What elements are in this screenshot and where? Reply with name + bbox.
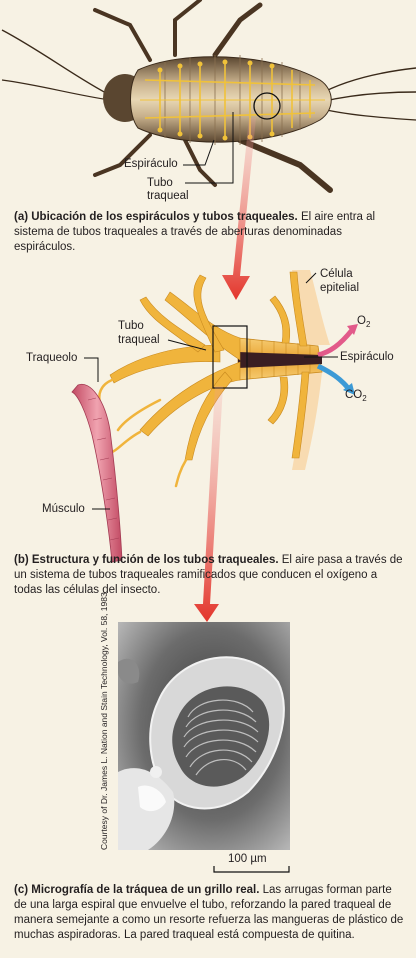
zoom-arrow-1 [222, 118, 262, 300]
co2-sub: 2 [362, 394, 367, 403]
label-muscle: Músculo [42, 503, 85, 515]
zoom-arrow-2 [194, 386, 226, 622]
micrograph [118, 622, 290, 850]
caption-b-text: El aire pasa a través de un sistema de t… [14, 554, 403, 596]
o2-sub: 2 [365, 320, 371, 329]
trachea-diagram [71, 270, 358, 563]
label-spiracle-b: Espiráculo [340, 351, 394, 363]
label-tube-b-line1: Tubo [118, 320, 144, 332]
caption-a-bold: (a) Ubicación de los espiráculos y tubos… [14, 211, 298, 223]
scale-bar [213, 866, 290, 873]
co2-main: CO [345, 389, 363, 401]
label-epithelial-line1: Célula [320, 268, 353, 280]
label-o2: O2 [357, 315, 370, 331]
caption-c: (c) Micrografía de la tráquea de un gril… [14, 883, 406, 943]
caption-c-bold: (c) Micrografía de la tráquea de un gril… [14, 884, 260, 896]
label-co2: CO2 [345, 389, 367, 405]
o2-main: O [357, 315, 366, 327]
image-credit: Courtesy of Dr. James L. Nation and Stai… [99, 592, 109, 850]
label-epithelial-line2: epitelial [320, 282, 359, 294]
label-tracheole: Traqueolo [26, 352, 78, 364]
caption-a-text: El aire entra al sistema de tubos traque… [14, 211, 376, 253]
caption-a: (a) Ubicación de los espiráculos y tubos… [14, 210, 406, 255]
panel-b-leaders [84, 272, 338, 510]
panel-a-leaders [183, 112, 234, 184]
scale-bar-label: 100 µm [228, 853, 267, 865]
label-tube-b-line2: traqueal [118, 334, 160, 346]
label-spiracle-a: Espiráculo [124, 158, 178, 170]
label-tube-a-line1: Tubo [147, 177, 173, 189]
caption-b-bold: (b) Estructura y función de los tubos tr… [14, 554, 279, 566]
cricket-illustration [1, 0, 416, 193]
label-tube-a-line2: traqueal [147, 190, 189, 202]
caption-c-text: Las arrugas forman parte de una larga es… [14, 884, 404, 941]
caption-b: (b) Estructura y función de los tubos tr… [14, 553, 406, 598]
